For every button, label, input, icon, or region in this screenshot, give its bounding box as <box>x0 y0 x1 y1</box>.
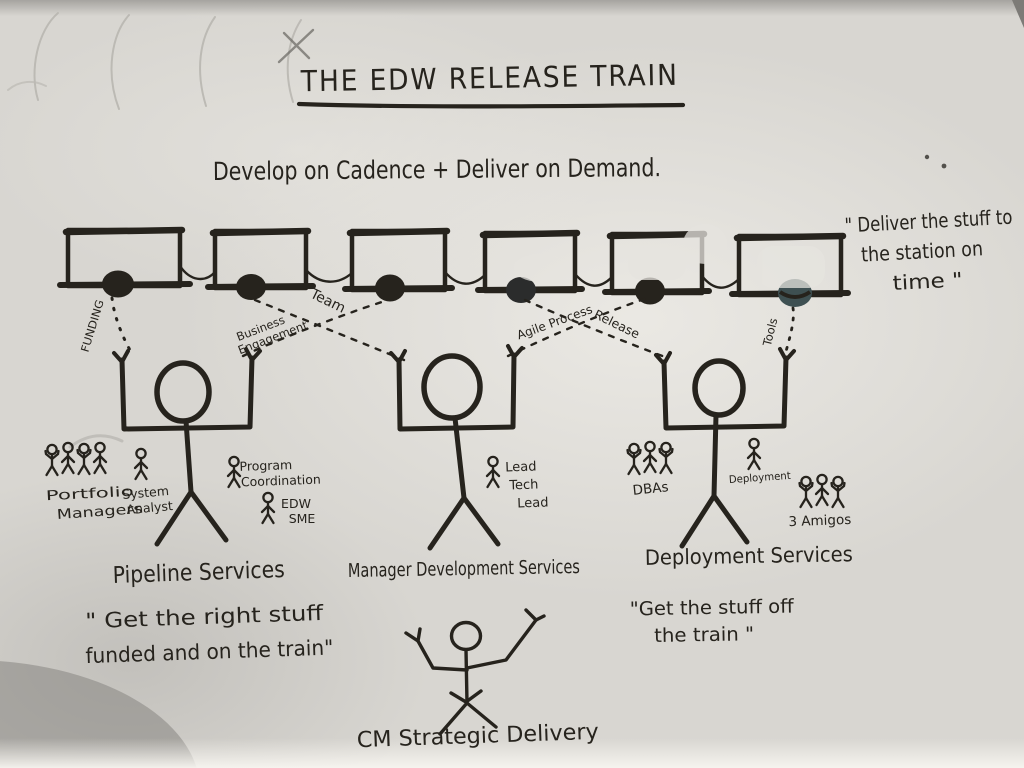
deployment-quote-line2: the train " <box>654 623 754 647</box>
train-coupling <box>178 264 741 289</box>
wheel <box>236 274 266 300</box>
funding-line <box>110 296 133 354</box>
edw-sme-label: EDW <box>281 496 311 511</box>
photo-corner-dark <box>1012 0 1024 28</box>
page-title: THE EDW RELEASE TRAIN <box>300 58 679 99</box>
wheel <box>375 274 405 302</box>
tools-line <box>783 306 795 357</box>
pipeline-roles: Portfolio Managers System Analyst Progra… <box>44 441 321 526</box>
small-dots <box>924 154 947 169</box>
portfolio-managers-label: Managers <box>56 501 143 523</box>
program-coordination-label: Coordination <box>241 472 321 490</box>
business-engagement-line <box>241 298 390 358</box>
portfolio-managers-label: Portfolio <box>45 484 134 505</box>
cm-figure <box>404 608 546 736</box>
manager-development-roles: Lead Tech Lead <box>485 455 549 512</box>
system-analyst-label: Analyst <box>126 498 174 517</box>
wheel <box>506 277 536 303</box>
erased-smudges <box>514 224 825 288</box>
deployment-figure <box>654 347 796 549</box>
pipeline-services-title: Pipeline Services <box>112 557 285 589</box>
wheel <box>635 277 665 305</box>
scuff-marks <box>7 12 302 110</box>
edw-sme-label: SME <box>289 511 316 526</box>
wheel <box>102 270 134 298</box>
lead-tech-lead-label: Lead <box>505 459 537 475</box>
three-amigos-label: 3 Amigos <box>788 512 851 530</box>
title-block: THE EDW RELEASE TRAIN <box>296 58 686 109</box>
dbas-label: DBAs <box>632 479 669 499</box>
subtitle: Develop on Cadence + Deliver on Demand. <box>213 153 661 186</box>
program-coordination-label: Program <box>239 457 292 474</box>
system-analyst-label: System <box>122 483 170 502</box>
deployment-quote: "Get the stuff off the train " <box>630 596 795 647</box>
deployment-role-label: Deployment <box>728 470 791 486</box>
deployment-roles: DBAs Deployment 3 Amigos <box>626 437 852 530</box>
train-wheels <box>102 270 812 307</box>
pipeline-figure <box>68 347 262 547</box>
lead-tech-lead-label: Tech <box>508 477 539 493</box>
title-underline <box>296 101 686 109</box>
big-figures <box>68 344 796 551</box>
deployment-services-title: Deployment Services <box>645 542 853 570</box>
lead-tech-lead-label: Lead <box>517 495 549 511</box>
tools-label: Tools <box>760 317 781 349</box>
scribble-mark <box>277 28 315 64</box>
release-line <box>523 298 667 359</box>
manager-development-figure <box>389 344 524 551</box>
deployment-quote-line1: "Get the stuff off <box>630 596 795 621</box>
station-quote-line3: time " <box>892 267 963 295</box>
manager-development-title: Manager Development Services <box>348 556 580 582</box>
